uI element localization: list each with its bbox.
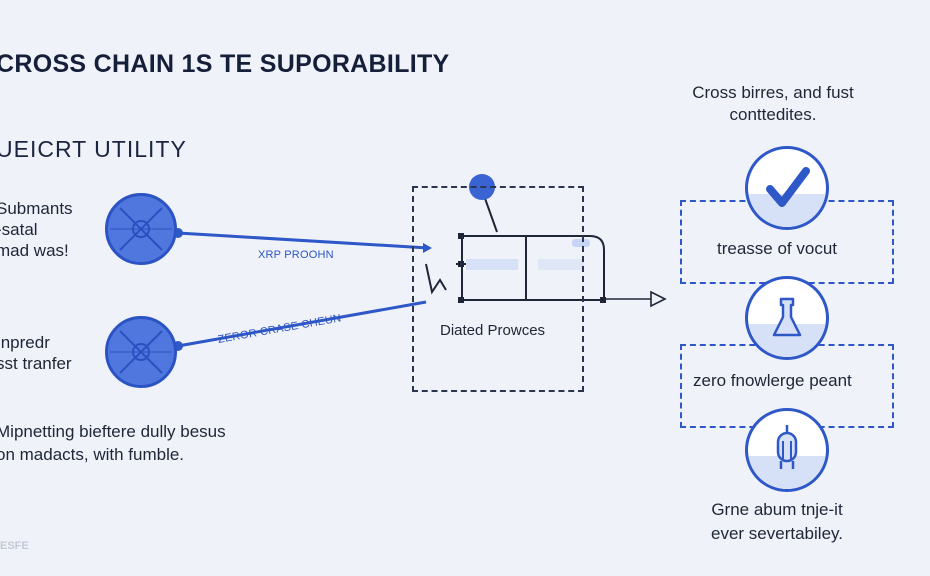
- output-box-2-label: zero fnowlerge peant: [690, 371, 855, 391]
- connector-top: [177, 231, 429, 250]
- right-bottom-text: Grne abum tnje-it ever severtabiley.: [711, 500, 843, 543]
- connector-bottom: [177, 300, 427, 348]
- node2-text: Inpredr sst tranfer: [0, 333, 72, 373]
- process-chip: [572, 239, 590, 247]
- process-port-2: [458, 261, 464, 267]
- node-spokes-icon: [110, 207, 172, 251]
- flask-icon: [772, 297, 802, 337]
- process-label: Diated Prowces: [440, 322, 546, 339]
- process-bar-right: [538, 259, 584, 270]
- process-port-1: [458, 233, 464, 239]
- right-top-text: Cross birres, and fust conttedites.: [692, 83, 854, 124]
- watermark: ESFE: [0, 540, 29, 552]
- checkmark-icon: [766, 167, 810, 207]
- process-bar-left: [466, 259, 518, 270]
- diagram-title: CROSS CHAIN 1S TE SUPORABILITY: [0, 50, 450, 78]
- node-source-2: [105, 316, 177, 388]
- capsule-icon: [776, 425, 798, 469]
- node-source-1: [105, 193, 177, 265]
- left-bottom-text: Mipnetting bieftere dully besus on madac…: [0, 422, 226, 464]
- node-spokes-icon: [110, 330, 172, 374]
- process-zigzag: [425, 263, 447, 295]
- process-box: [412, 186, 584, 392]
- node1-text: Submants -satal mad was!: [0, 199, 73, 260]
- output-box-1-label: treasse of vocut: [714, 239, 841, 259]
- connector-top-label: XRP PROOHN: [258, 249, 334, 261]
- connector-output-arrow: [650, 290, 667, 308]
- process-port-4: [600, 297, 606, 303]
- output-circle-1: [745, 146, 829, 230]
- process-port-3: [458, 297, 464, 303]
- output-circle-2: [745, 276, 829, 360]
- process-frame: [462, 235, 605, 300]
- diagram-subtitle: UEICRT UTILITY: [0, 136, 187, 162]
- output-circle-3: [745, 408, 829, 492]
- connector-top-arrow: [423, 243, 432, 253]
